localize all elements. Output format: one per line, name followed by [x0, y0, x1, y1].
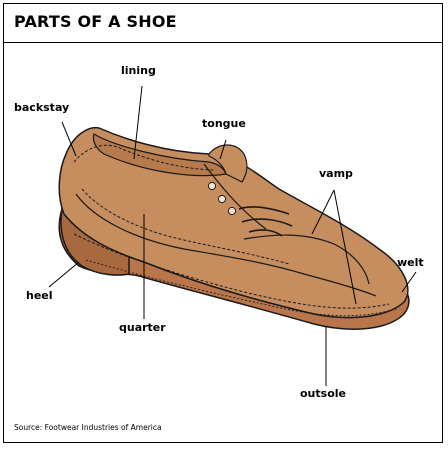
leader-tongue: [219, 139, 227, 160]
lace-3: [248, 229, 283, 237]
diagram-frame: PARTS OF A SHOE: [3, 3, 443, 443]
shoe-illustration: [48, 85, 417, 386]
tongue-shape: [208, 144, 248, 183]
leader-welt: [401, 271, 417, 293]
leader-vamp-b: [333, 189, 357, 305]
label-welt: welt: [397, 256, 424, 269]
eyestay-line: [203, 163, 267, 230]
eyelet-3: [227, 206, 237, 216]
outsole-stitching: [85, 259, 397, 317]
label-heel: heel: [26, 289, 53, 302]
upper-shape: [58, 126, 409, 319]
lace-2: [241, 218, 293, 227]
eyelet-1: [207, 181, 217, 191]
label-tongue: tongue: [202, 117, 246, 130]
leader-lining: [133, 85, 143, 160]
leader-backstay: [61, 121, 77, 157]
leader-heel: [48, 261, 80, 288]
collar-stitching: [73, 144, 215, 171]
quarter-stitching: [81, 188, 290, 265]
label-backstay: backstay: [14, 101, 70, 114]
label-vamp: vamp: [319, 167, 353, 180]
label-outsole: outsole: [300, 387, 346, 400]
welt-stitching: [73, 233, 390, 309]
vamp-seam: [243, 234, 370, 285]
eyelet-2: [217, 194, 227, 204]
diagram-title: PARTS OF A SHOE: [14, 12, 177, 31]
leader-vamp-a: [311, 189, 335, 235]
lace-1: [238, 206, 290, 215]
title-divider: [4, 42, 442, 43]
quarter-seam: [75, 193, 377, 297]
source-note: Source: Footwear Industries of America: [14, 423, 162, 432]
label-lining: lining: [121, 64, 156, 77]
label-quarter: quarter: [119, 321, 166, 334]
